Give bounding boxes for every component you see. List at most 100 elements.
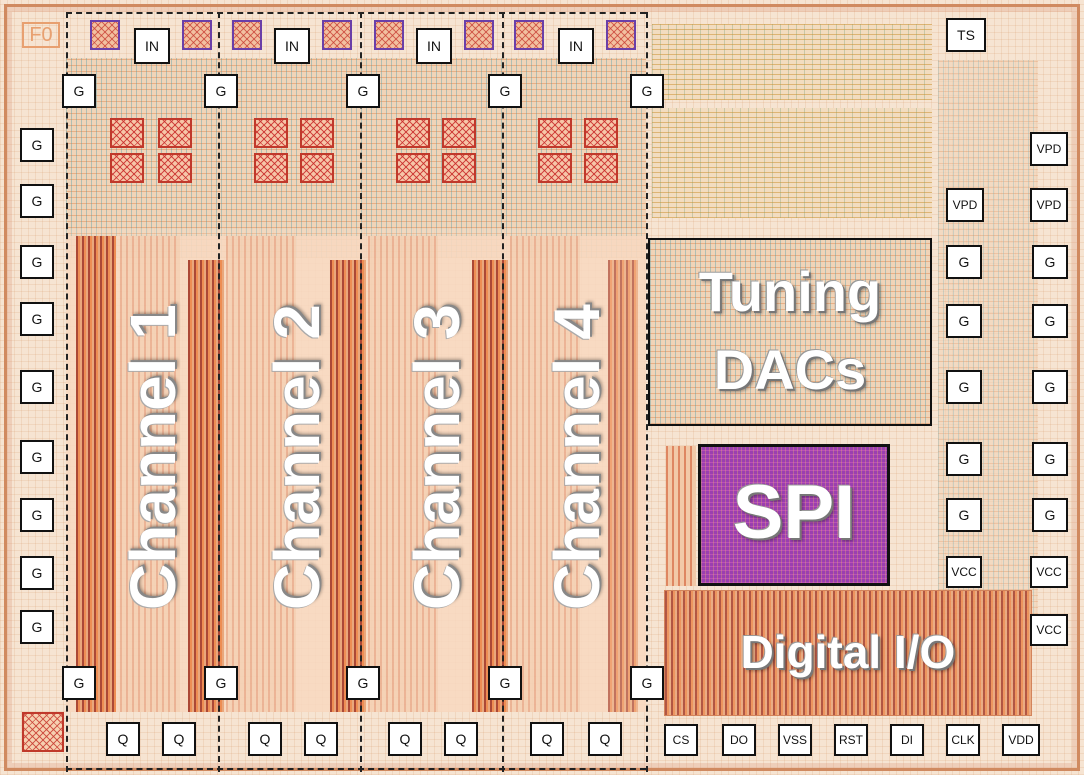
ground-pad: G bbox=[1032, 304, 1068, 338]
register-bank bbox=[652, 24, 932, 100]
clk-pad: CLK bbox=[946, 724, 980, 756]
vpd-pad: VPD bbox=[1030, 132, 1068, 166]
do-pad: DO bbox=[722, 724, 756, 756]
rst-pad: RST bbox=[834, 724, 868, 756]
vcc-pad: VCC bbox=[1030, 614, 1068, 646]
output-q-pad: Q bbox=[248, 722, 282, 756]
corner-mark: F0 bbox=[22, 22, 60, 48]
ground-pad: G bbox=[1032, 442, 1068, 476]
output-q-pad: Q bbox=[444, 722, 478, 756]
ground-pad: G bbox=[946, 442, 982, 476]
input-pad: IN bbox=[274, 28, 310, 64]
channel-2-label: Channel 2 bbox=[261, 304, 333, 610]
probe-pad bbox=[232, 20, 262, 50]
probe-pad bbox=[464, 20, 494, 50]
input-pad: IN bbox=[558, 28, 594, 64]
channel-4-bus-right bbox=[608, 260, 638, 712]
ground-pad: G bbox=[20, 184, 54, 218]
front-end-inductor bbox=[254, 118, 288, 148]
ground-pad: G bbox=[204, 666, 238, 700]
input-pad: IN bbox=[416, 28, 452, 64]
output-q-pad: Q bbox=[304, 722, 338, 756]
front-end-inductor bbox=[110, 118, 144, 148]
spi-block bbox=[698, 444, 890, 586]
front-end-inductor bbox=[538, 153, 572, 183]
tuning-dacs-label-line1: Tuning bbox=[698, 260, 882, 323]
front-end-inductor bbox=[158, 118, 192, 148]
ground-pad: G bbox=[62, 666, 96, 700]
ground-pad: G bbox=[946, 245, 982, 279]
channel-divider bbox=[66, 12, 68, 772]
tuning-dacs-label-line2: DACs bbox=[713, 338, 867, 401]
front-end-inductor bbox=[110, 153, 144, 183]
bottom-dashed-edge bbox=[66, 768, 646, 770]
vss-pad: VSS bbox=[778, 724, 812, 756]
ts-pad: TS bbox=[946, 18, 986, 52]
front-end-inductor bbox=[396, 153, 430, 183]
channel-divider bbox=[646, 12, 648, 772]
channel-divider bbox=[360, 12, 362, 772]
output-q-pad: Q bbox=[588, 722, 622, 756]
front-end-inductor bbox=[300, 118, 334, 148]
cs-pad: CS bbox=[664, 724, 698, 756]
ground-pad: G bbox=[20, 556, 54, 590]
ground-pad: G bbox=[346, 666, 380, 700]
probe-pad bbox=[90, 20, 120, 50]
ground-pad: G bbox=[1032, 498, 1068, 532]
ground-pad: G bbox=[630, 666, 664, 700]
front-end-inductor bbox=[584, 153, 618, 183]
front-end-inductor bbox=[584, 118, 618, 148]
channel-1-wiring bbox=[120, 236, 180, 712]
register-bank-lower bbox=[652, 108, 932, 218]
ground-pad: G bbox=[204, 74, 238, 108]
channel-4-label: Channel 4 bbox=[541, 304, 613, 610]
front-end-inductor bbox=[538, 118, 572, 148]
channel-divider bbox=[218, 12, 220, 772]
channel-3-label: Channel 3 bbox=[401, 304, 473, 610]
channel-4-wiring bbox=[510, 236, 580, 712]
probe-pad bbox=[182, 20, 212, 50]
output-q-pad: Q bbox=[162, 722, 196, 756]
vpd-pad: VPD bbox=[1030, 188, 1068, 222]
ground-pad: G bbox=[20, 128, 54, 162]
ground-pad: G bbox=[946, 498, 982, 532]
spi-label: SPI bbox=[732, 470, 856, 555]
vcc-pad: VCC bbox=[946, 556, 982, 588]
ground-pad: G bbox=[488, 74, 522, 108]
ground-pad: G bbox=[20, 370, 54, 404]
output-q-pad: Q bbox=[530, 722, 564, 756]
output-q-pad: Q bbox=[106, 722, 140, 756]
input-pad: IN bbox=[134, 28, 170, 64]
probe-pad bbox=[322, 20, 352, 50]
front-end-inductor bbox=[158, 153, 192, 183]
vcc-pad: VCC bbox=[1030, 556, 1068, 588]
front-end-inductor bbox=[254, 153, 288, 183]
ground-pad: G bbox=[946, 370, 982, 404]
digital-io-label: Digital I/O bbox=[740, 626, 956, 678]
channel-3-wiring bbox=[368, 236, 438, 712]
ground-pad: G bbox=[20, 440, 54, 474]
logo-crosshatch bbox=[22, 712, 64, 752]
digital-io-block bbox=[664, 590, 1032, 716]
ground-pad: G bbox=[20, 610, 54, 644]
tuning-dacs-block bbox=[648, 238, 932, 426]
vpd-pad: VPD bbox=[946, 188, 984, 222]
right-routing bbox=[938, 60, 1038, 620]
probe-pad bbox=[606, 20, 636, 50]
ground-pad: G bbox=[62, 74, 96, 108]
ground-pad: G bbox=[946, 304, 982, 338]
front-end-inductor bbox=[300, 153, 334, 183]
ground-pad: G bbox=[488, 666, 522, 700]
channel-2-wiring bbox=[226, 236, 296, 712]
ground-pad: G bbox=[20, 302, 54, 336]
channel-1-bus bbox=[76, 236, 116, 712]
channel-divider bbox=[502, 12, 504, 772]
output-q-pad: Q bbox=[388, 722, 422, 756]
front-end-inductor bbox=[396, 118, 430, 148]
top-dashed-edge bbox=[66, 12, 646, 14]
vdd-pad: VDD bbox=[1002, 724, 1040, 756]
spi-side-bus bbox=[666, 446, 696, 586]
channel-1-label: Channel 1 bbox=[117, 304, 189, 610]
ground-pad: G bbox=[1032, 370, 1068, 404]
